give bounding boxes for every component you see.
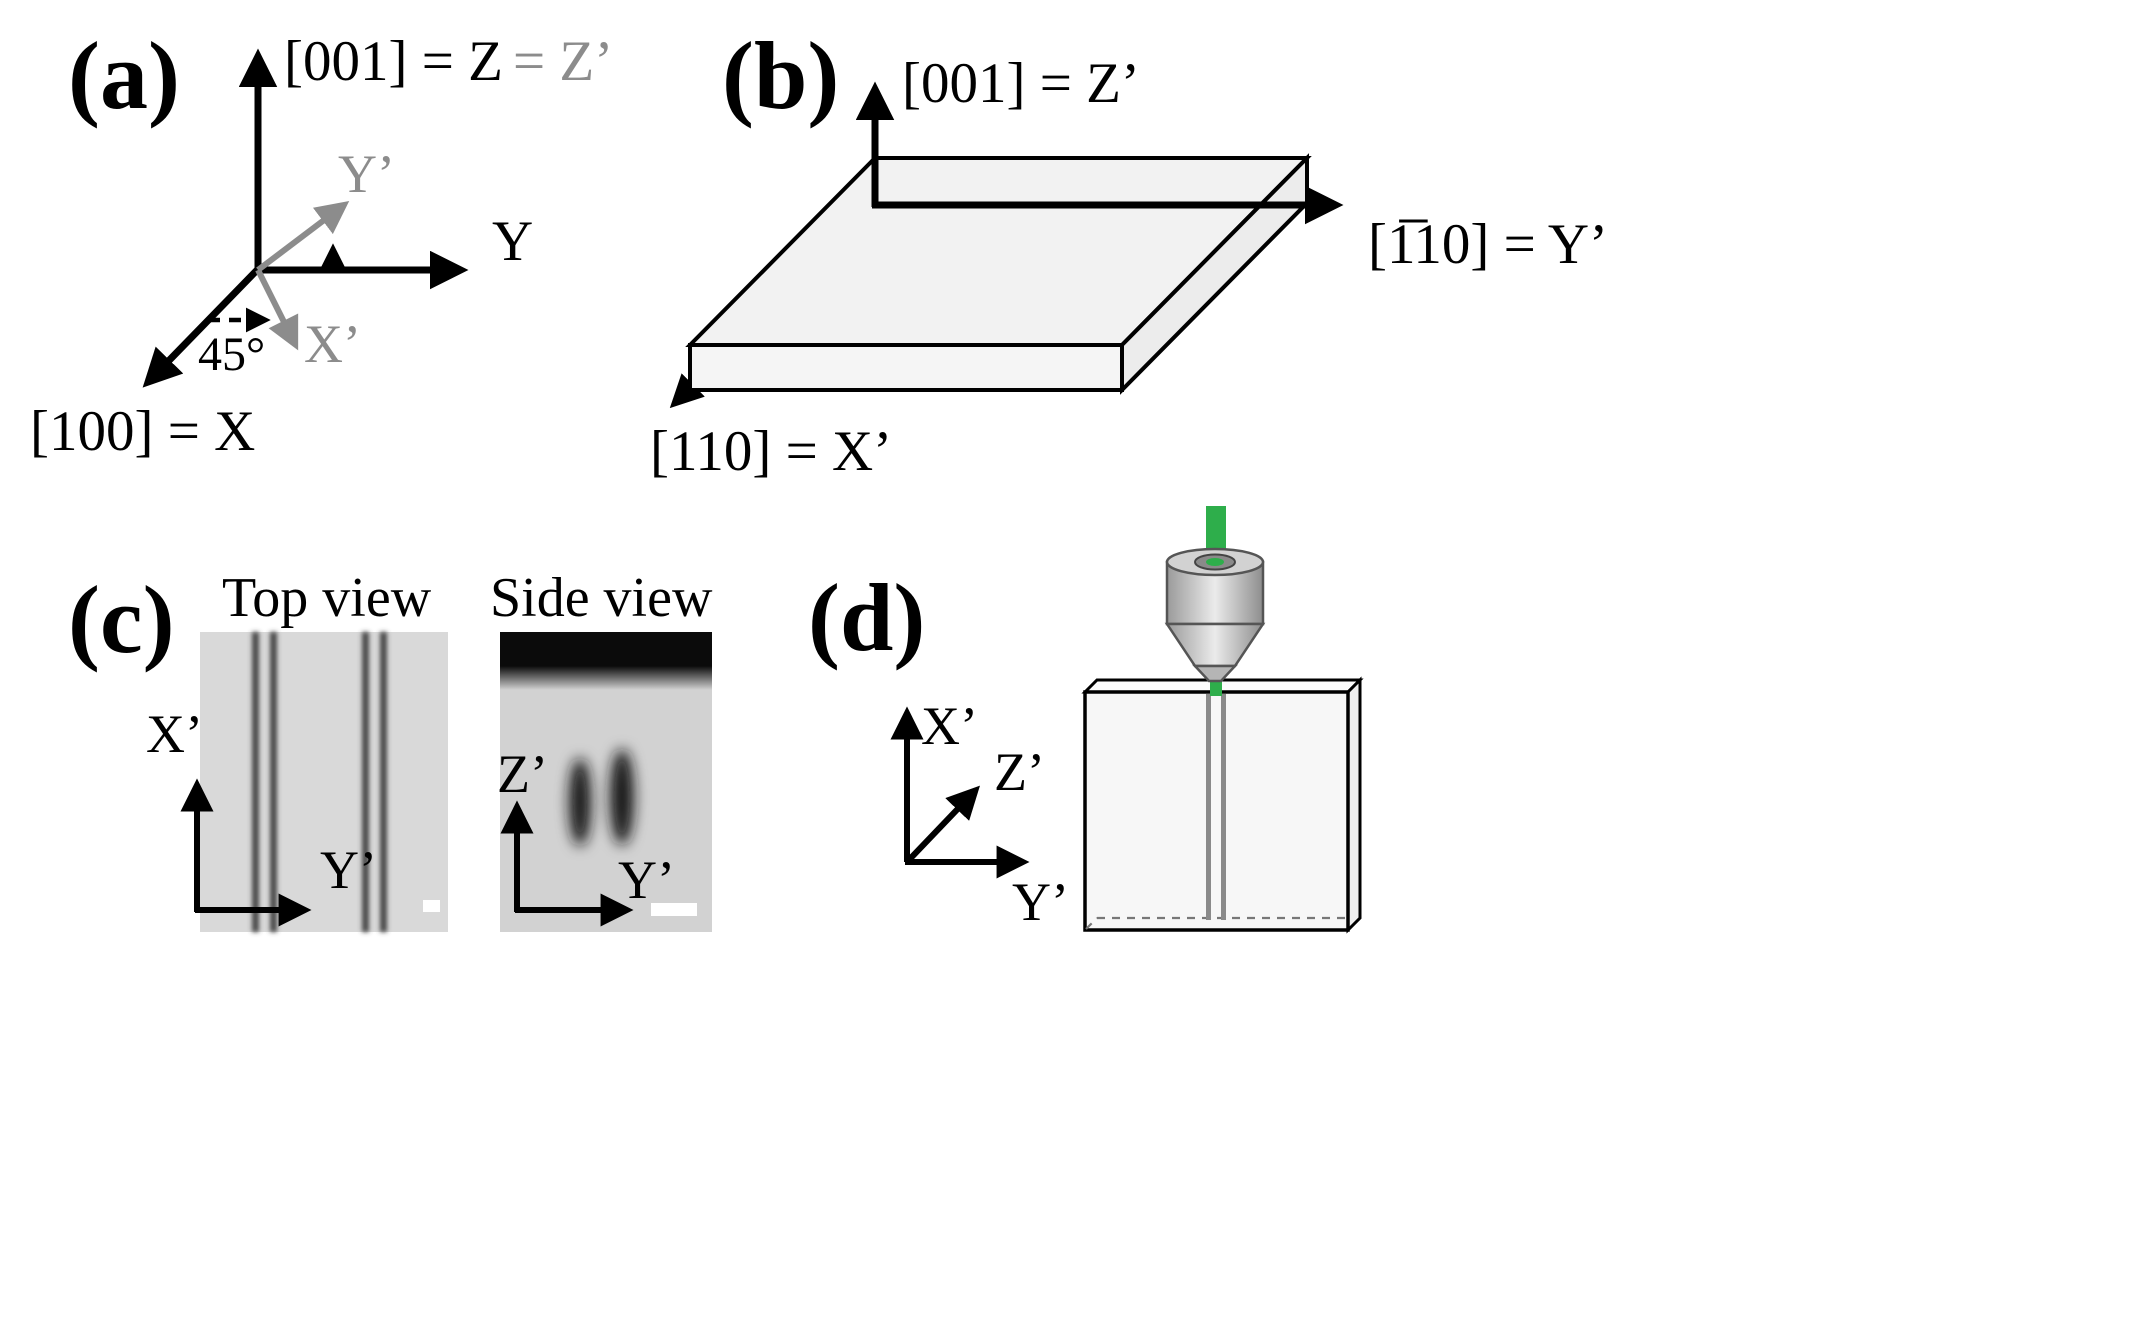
side-view-title: Side view — [490, 567, 713, 629]
c-top-x-prime-label: X’ — [146, 704, 203, 764]
panel-a-label: (a) — [68, 22, 180, 129]
panel-d-writing-schematic: (d) X’ Z’ Y’ — [808, 506, 1364, 934]
d-y-prime-label: Y’ — [1012, 872, 1069, 932]
top-view-scale-bar — [423, 900, 440, 912]
panel-b-label: (b) — [722, 22, 839, 129]
d-z-prime-label: Z’ — [994, 742, 1045, 802]
c-top-y-prime-label: Y’ — [320, 840, 377, 900]
written-waveguide-left — [1206, 694, 1211, 920]
a-x-prime-label: X’ — [304, 314, 361, 374]
panel-c-label: (c) — [68, 566, 175, 673]
written-waveguide-right — [1221, 694, 1226, 920]
b-y-prime-axis-label: [1̅10] = Y’ — [1368, 213, 1608, 276]
a-z-axis-label: [001] = Z — [284, 30, 503, 93]
objective-beam-entry — [1206, 558, 1224, 566]
side-view-surface-fade — [500, 666, 712, 690]
a-angle-label: 45° — [198, 328, 265, 381]
d-z-prime-axis-arrow — [904, 785, 980, 865]
top-view-waveguide-lines — [252, 632, 387, 932]
panel-b-crystal-slab: (b) [001] = Z’ [1̅10] = Y’ [110] = X’ — [650, 22, 1608, 483]
objective-cone — [1164, 622, 1266, 668]
a-y-axis-label: Y — [492, 210, 533, 273]
microscope-objective — [1164, 547, 1266, 683]
side-view-surface-band — [500, 632, 712, 666]
block-hidden-edge-corner — [1085, 917, 1098, 930]
block-front-face — [1083, 690, 1350, 932]
d-x-prime-label: X’ — [921, 696, 978, 756]
top-view-micrograph — [200, 632, 448, 932]
a-y-prime-label: Y’ — [338, 144, 395, 204]
a-x-axis-label: [100] = X — [30, 400, 255, 463]
a-x-axis-arrow — [142, 265, 262, 388]
top-view-title: Top view — [222, 567, 432, 629]
side-view-waveguide-cross-sections — [569, 749, 634, 846]
b-z-prime-axis-label: [001] = Z’ — [902, 52, 1140, 115]
block-right-face — [1346, 676, 1362, 934]
panel-c-micrographs: (c) Top view Side view X’ Y’ — [68, 566, 713, 932]
a-y-prime-axis-arrow — [256, 201, 350, 273]
slab-front-face — [688, 343, 1124, 392]
b-x-prime-axis-label: [110] = X’ — [650, 420, 892, 483]
side-view-scale-bar — [651, 903, 697, 916]
a-x-prime-axis-arrow — [255, 268, 299, 351]
block-top-face — [1081, 678, 1364, 694]
top-view-image-background — [200, 632, 448, 932]
c-side-y-prime-label: Y’ — [618, 850, 675, 910]
a-z-prime-axis-label: = Z’ — [513, 30, 613, 93]
panel-a-crystal-axes: (a) [001] = Z = Z’ Y [100] = X Y’ X’ 45° — [30, 22, 613, 463]
panel-d-label: (d) — [808, 564, 925, 671]
objective-tip — [1192, 664, 1238, 683]
c-side-z-prime-label: Z’ — [497, 744, 548, 804]
side-view-micrograph — [500, 632, 712, 932]
sample-block — [1081, 676, 1364, 934]
